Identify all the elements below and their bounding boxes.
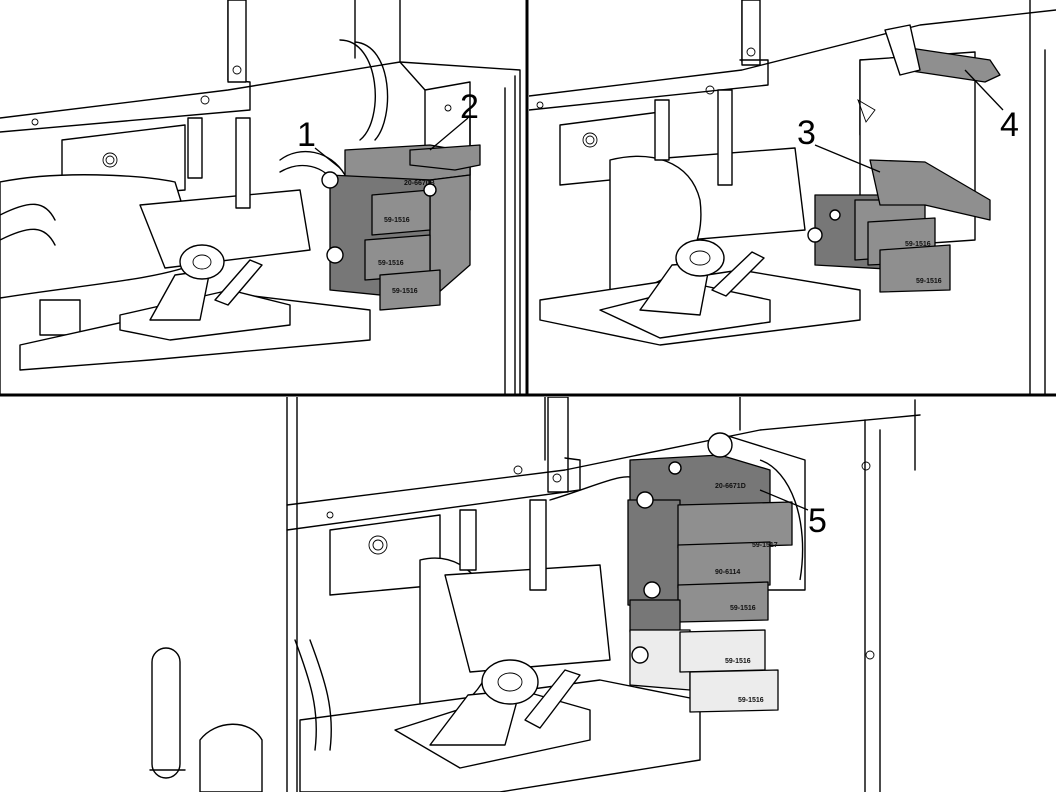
manifold-label-b: 20-6671D [715,483,746,490]
solenoid-label-a3: 59-1516 [392,288,418,295]
solenoid-label-c4: 59-1516 [725,658,751,665]
manifold-label-a: 20-6670B [404,180,435,187]
solenoid-label-c1: 59-1517 [752,542,778,549]
callout-5: 5 [808,502,827,540]
solenoid-label-a1: 59-1516 [384,217,410,224]
solenoid-label-c5: 59-1516 [738,697,764,704]
solenoid-label-c2: 90-6114 [715,569,740,576]
solenoid-label-b2: 59-1516 [916,278,942,285]
panel-divider [0,0,1056,397]
panel-remove-valve: 20-6670B 59-1516 59-1516 59-1516 1 2 [0,0,521,395]
panel-remove-bracket: 59-1516 59-1516 3 4 [529,0,1056,395]
panel-install-valve: 20-6671D 59-1517 90-6114 59-1516 59-1516… [149,397,921,792]
solenoid-label-c3: 59-1516 [730,605,756,612]
callout-2: 2 [460,88,479,126]
solenoid-label-a2: 59-1516 [378,260,404,267]
callout-3: 3 [797,114,816,152]
solenoid-label-b1: 59-1516 [905,241,931,248]
callout-1: 1 [297,116,316,154]
callout-4: 4 [1000,106,1019,144]
